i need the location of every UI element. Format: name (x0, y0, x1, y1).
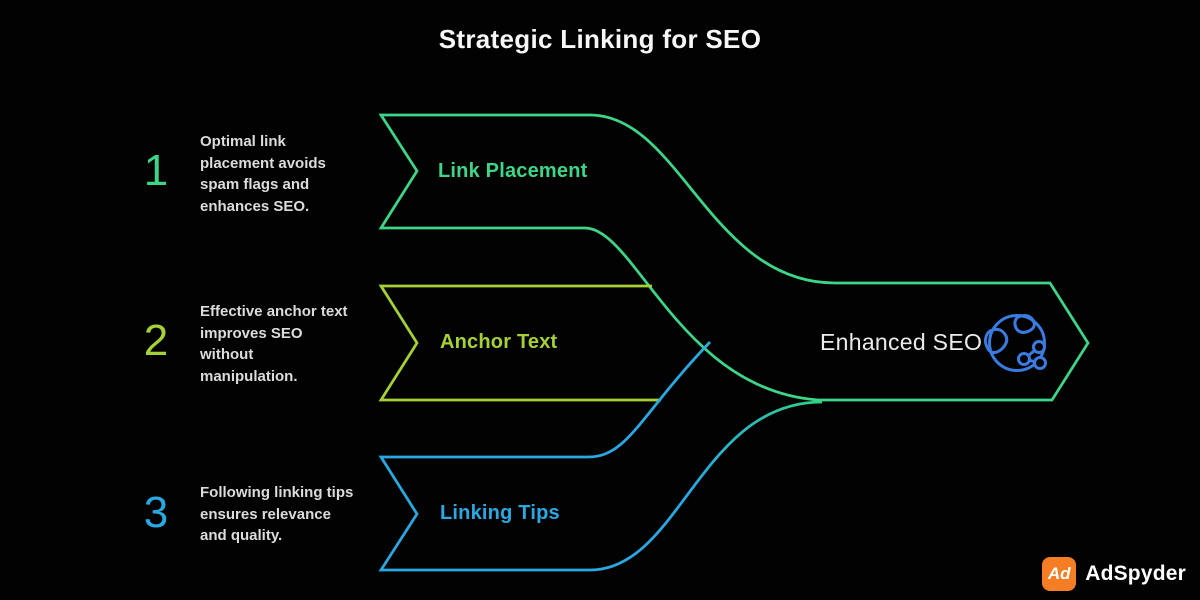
page-title: Strategic Linking for SEO (438, 24, 762, 54)
step-3-number: 3 (143, 488, 169, 537)
adspyder-logo-text: AdSpyder (1085, 562, 1186, 585)
adspyder-logo: Ad AdSpyder (1042, 557, 1186, 591)
step-1-desc-line: Optimal link (200, 133, 286, 150)
globe-network-icon (983, 314, 1047, 372)
step-1-description: Optimal link placement avoids spam flags… (200, 131, 380, 217)
ribbon-label-anchor-text: Anchor Text (440, 331, 558, 353)
result-label: Enhanced SEO (820, 329, 983, 355)
step-2-desc-line: Effective anchor text (200, 303, 348, 320)
step-2-description: Effective anchor text improves SEO witho… (200, 301, 380, 387)
step-1-desc-line: enhances SEO. (200, 197, 310, 215)
step-3-description: Following linking tips ensures relevance… (200, 482, 380, 547)
ribbon-anchor-text (378, 284, 661, 402)
step-2-desc-line: manipulation. (200, 367, 298, 385)
step-2-desc-line: without (200, 346, 254, 363)
step-2-number: 2 (143, 316, 169, 365)
step-3-desc-line: and quality. (200, 527, 283, 544)
step-3-desc-line: ensures relevance (200, 505, 331, 523)
ribbon-label-linking-tips: Linking Tips (440, 502, 560, 524)
ribbon-link-placement-and-result-arrow (378, 113, 1090, 402)
step-1-desc-line: placement avoids (200, 154, 326, 172)
adspyder-badge-icon: Ad (1042, 557, 1077, 591)
ribbon-label-link-placement: Link Placement (438, 160, 588, 182)
step-1-number: 1 (143, 146, 169, 195)
ribbon-linking-tips (378, 341, 823, 572)
step-3-desc-line: Following linking tips (200, 484, 354, 501)
step-2-desc-line: improves SEO (200, 324, 303, 342)
step-1-desc-line: spam flags and (200, 176, 310, 193)
